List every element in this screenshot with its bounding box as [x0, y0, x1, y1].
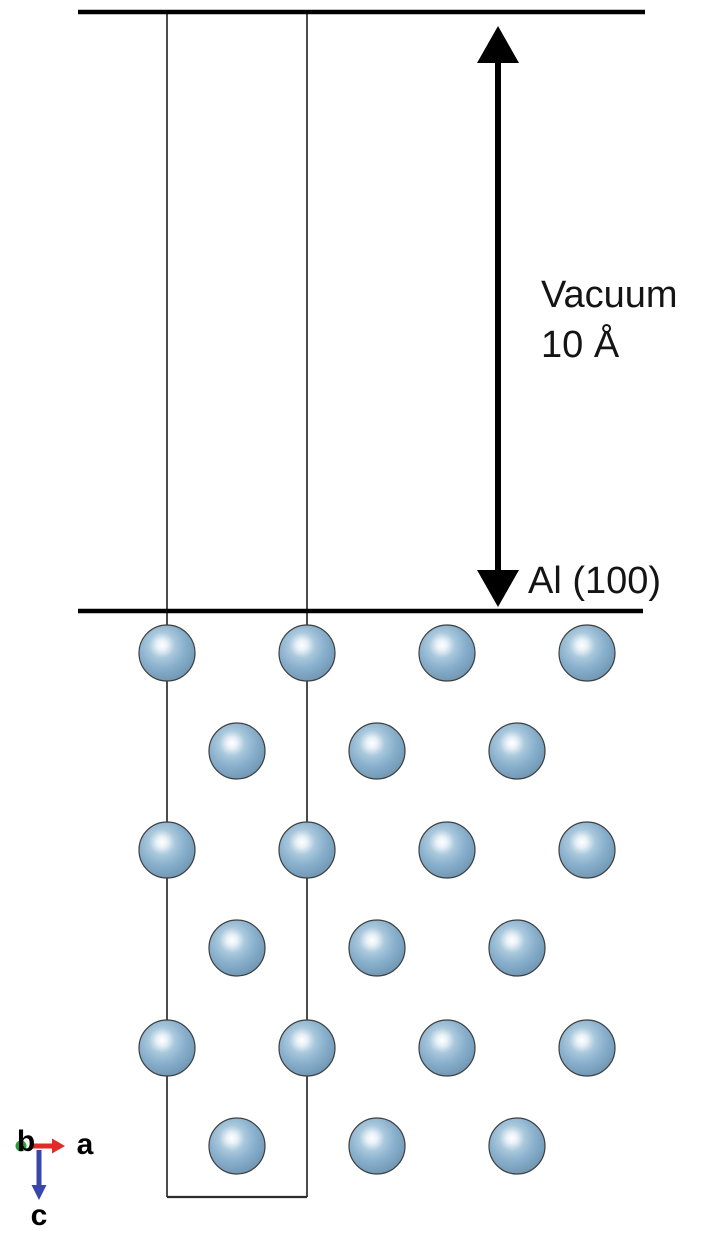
- al-atom: [138, 1019, 196, 1077]
- vacuum-label: Vacuum 10 Å: [541, 270, 678, 370]
- vacuum-arrow: [477, 26, 519, 607]
- boundary-lines: [78, 9, 645, 614]
- axis-a-label: a: [76, 1128, 94, 1161]
- axis-b-label: b: [16, 1125, 36, 1158]
- al-atom: [418, 624, 476, 682]
- al-atom: [418, 821, 476, 879]
- al-atom: [138, 821, 196, 879]
- al-atom: [418, 1019, 476, 1077]
- al-atom: [278, 624, 336, 682]
- al-atoms: [138, 624, 616, 1175]
- al-atom: [348, 722, 406, 780]
- axes-widget: [15, 1138, 65, 1200]
- vacuum-arrow-head-up: [477, 26, 519, 63]
- al-atom: [488, 919, 546, 977]
- al-atom: [488, 1117, 546, 1175]
- surface-label: Al (100): [528, 560, 662, 602]
- vacuum-label-line1: Vacuum: [541, 274, 678, 316]
- axis-c-arrow-head: [31, 1185, 47, 1200]
- al-atom: [208, 1117, 266, 1175]
- vacuum-arrow-head-down: [477, 570, 519, 607]
- al-atom: [558, 821, 616, 879]
- axis-a-arrow-head: [52, 1138, 65, 1154]
- al-atom: [208, 722, 266, 780]
- al-atom: [558, 624, 616, 682]
- al-atom: [558, 1019, 616, 1077]
- al-atom: [138, 624, 196, 682]
- al-atom: [278, 1019, 336, 1077]
- axis-b-origin-dot: [15, 1140, 27, 1152]
- al-atom: [208, 919, 266, 977]
- al-atom: [348, 919, 406, 977]
- al-atom: [348, 1117, 406, 1175]
- unit-cell-outline: [166, 12, 308, 1199]
- al-atom: [278, 821, 336, 879]
- al-atom: [488, 722, 546, 780]
- axis-c-label: c: [30, 1199, 48, 1232]
- vacuum-label-line2: 10 Å: [541, 324, 620, 366]
